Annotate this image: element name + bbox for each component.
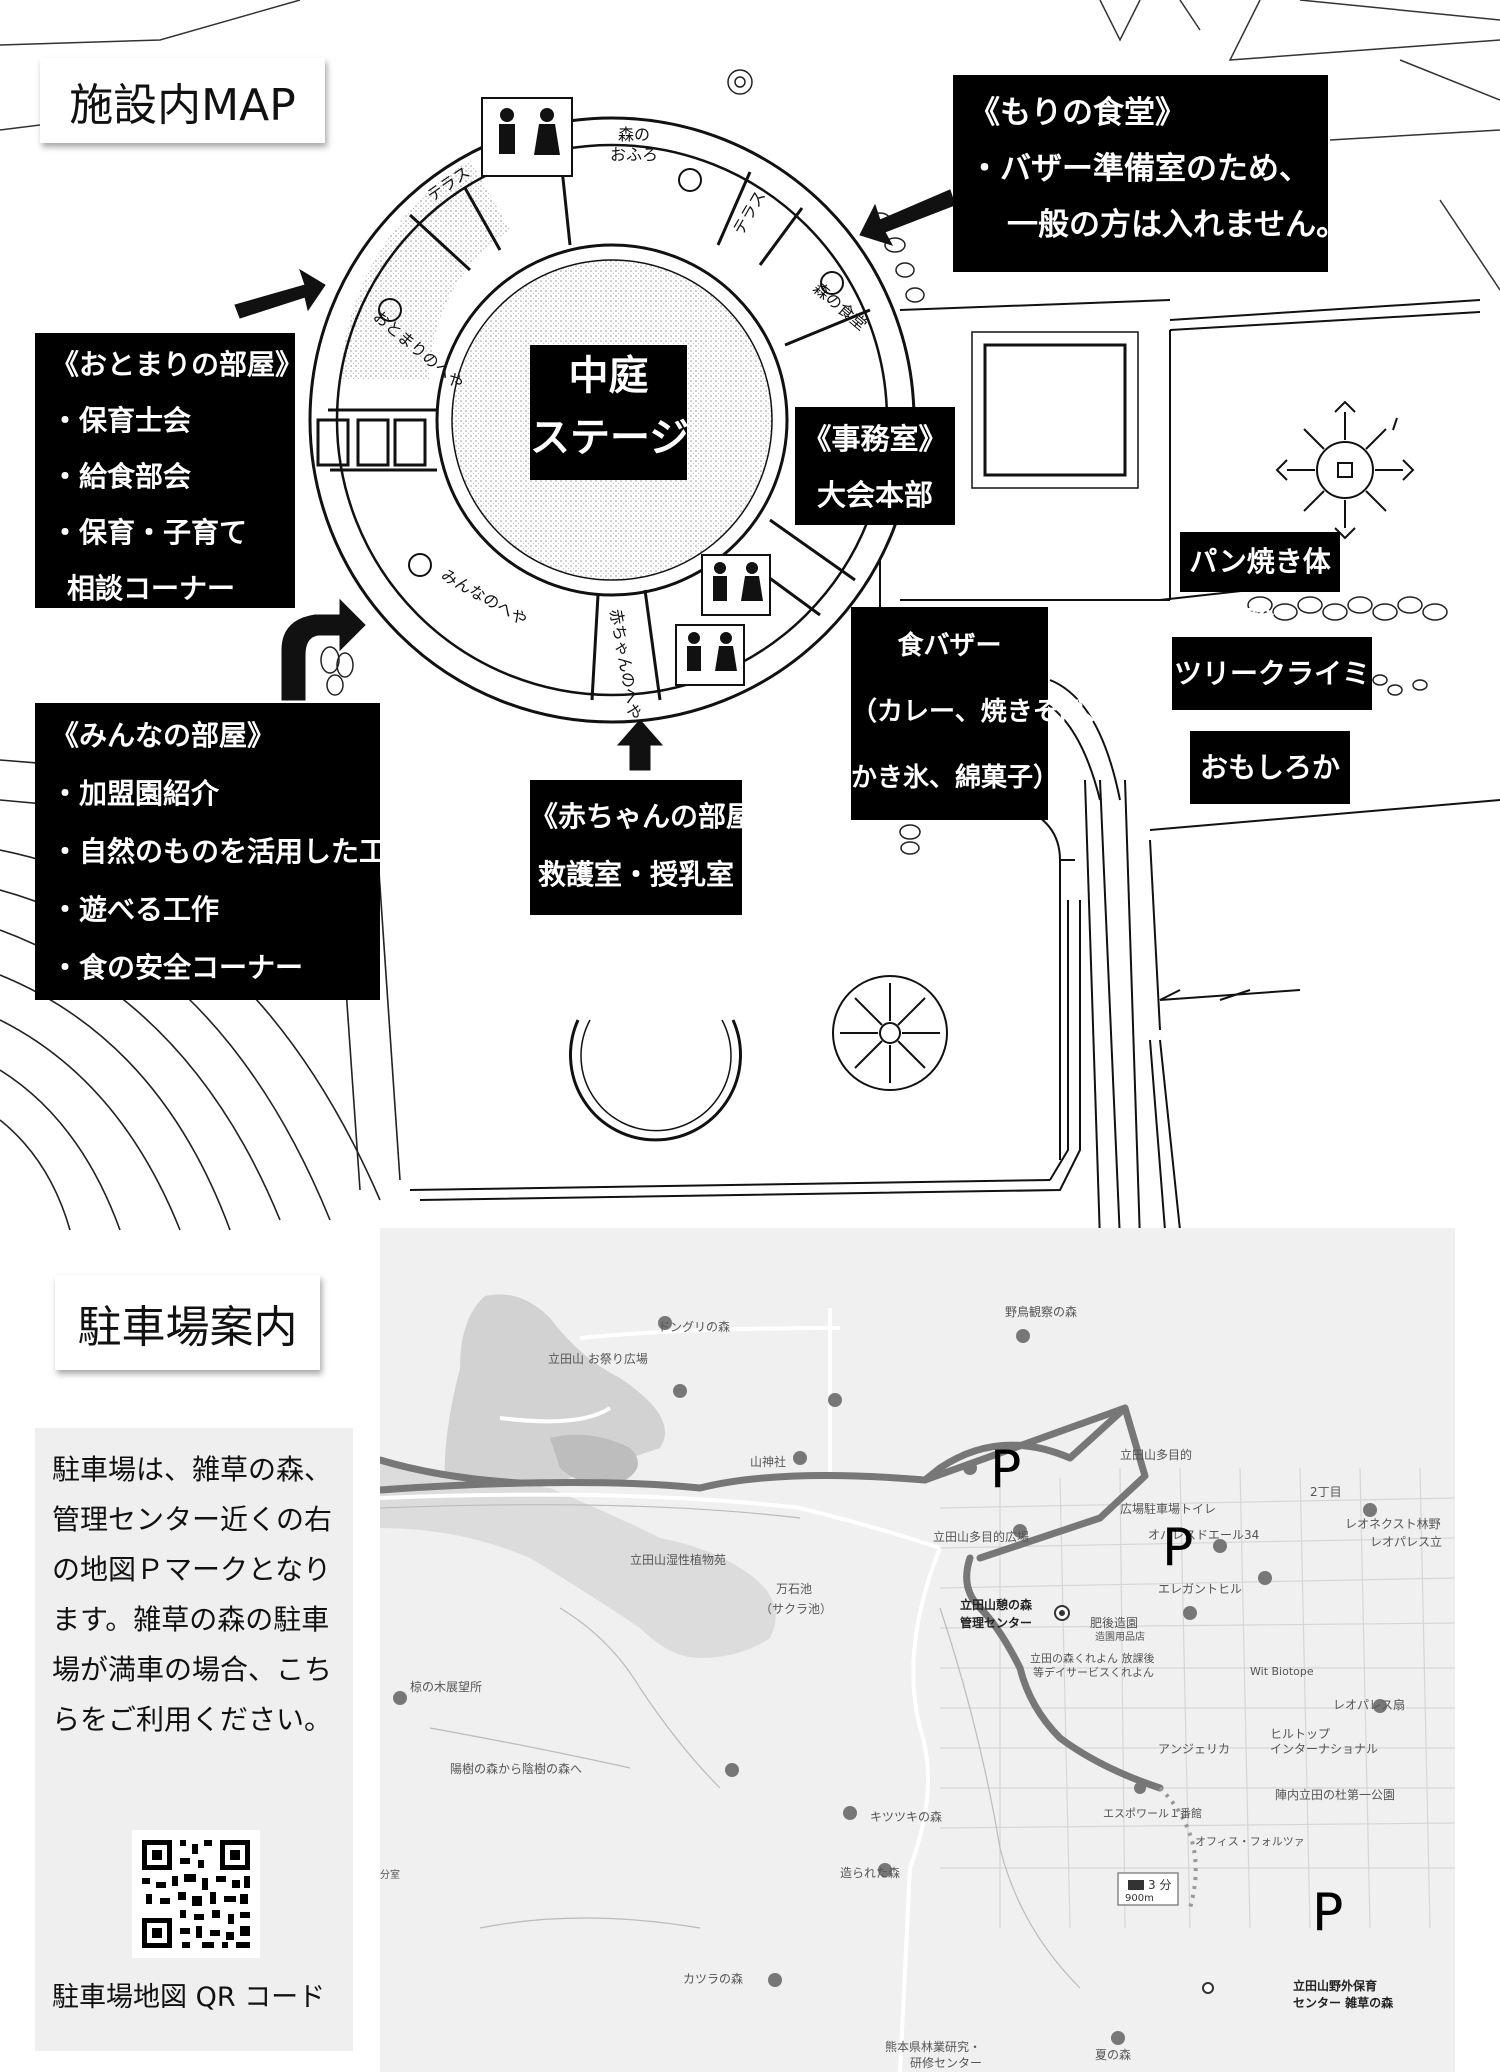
map-label: 陣内立田の杜第一公園: [1275, 1788, 1396, 1802]
parking-p-mark[interactable]: P: [990, 1440, 1022, 1500]
center-line1: 中庭: [568, 353, 649, 399]
baby-title: 《赤ちゃんの部屋》: [530, 800, 783, 833]
otomari-line-1: ・保育士会: [51, 404, 192, 437]
map-label: ヒルトップ: [1270, 1727, 1331, 1741]
map-label: エレガントヒル: [1158, 1582, 1243, 1596]
mori-line-1: ・バザー準備室のため、: [969, 151, 1310, 187]
map-label: エスポワール１番館: [1103, 1807, 1202, 1820]
map-label: 立田山湿性植物苑: [630, 1553, 727, 1567]
parking-p-mark[interactable]: P: [1312, 1883, 1344, 1943]
arrow-icon: [281, 598, 366, 701]
map-label: オパレスドエール34: [1148, 1528, 1260, 1542]
office-box: 《事務室》 大会本部: [795, 407, 955, 525]
map-label: 造園用品店: [1095, 1632, 1145, 1643]
baby-line-1: 救護室・授乳室: [537, 858, 734, 891]
map-label: センター 雑草の森: [1293, 1996, 1394, 2010]
map-label: 立田の森くれよん 放課後: [1030, 1652, 1155, 1665]
office-line-1: 大会本部: [816, 478, 933, 512]
map-label: 立田山野外保育: [1293, 1979, 1378, 1993]
map-label: 山神社: [750, 1455, 787, 1469]
map-label: インターナショナル: [1270, 1742, 1379, 1756]
arrow-icon: [859, 189, 956, 246]
map-label: キツツキの森: [870, 1810, 943, 1824]
food-bazaar-box: 食バザー （カレー、焼きそば、 かき氷、綿菓子）: [851, 607, 1111, 820]
office-title: 《事務室》: [802, 422, 948, 456]
minna-line-1: ・加盟園紹介: [51, 777, 220, 810]
map-label: 研修センター: [910, 2056, 983, 2070]
mori-title: 《もりの食堂》: [969, 95, 1186, 131]
restroom-icon: [481, 97, 573, 177]
restroom-icon: [675, 624, 745, 686]
map-label: カツラの森: [683, 1972, 744, 1986]
minna-room-box: 《みんなの部屋》 ・加盟園紹介 ・自然のものを活用した工作 ・遊べる工作 ・食の…: [35, 703, 416, 1000]
otomari-room-box: 《おとまりの部屋》 ・保育士会 ・給食部会 ・保育・子育て 相談コーナー: [35, 333, 304, 608]
map-label: 管理センター: [960, 1616, 1033, 1630]
map-label: 立田山 お祭り広場: [548, 1352, 648, 1366]
map-label: ドングリの森: [658, 1320, 731, 1334]
restroom-icon: [701, 554, 771, 616]
mori-dining-box: 《もりの食堂》 ・バザー準備室のため、 一般の方は入れません。: [953, 75, 1348, 272]
arrow-icon: [234, 268, 326, 319]
drive-time: 3 分: [1148, 1878, 1171, 1892]
baby-room-box: 《赤ちゃんの部屋》 救護室・授乳室: [530, 780, 783, 915]
bazaar-title: 食バザー: [897, 631, 1002, 661]
tree-climbing-label: ツリークライミング: [1172, 637, 1372, 763]
bazaar-line-1: （カレー、焼きそば、: [851, 697, 1111, 727]
map-label: Wit Biotope: [1250, 1665, 1314, 1678]
map-label: 立田山多目的: [1120, 1448, 1193, 1462]
minna-line-3: ・遊べる工作: [51, 893, 220, 926]
center-stage-label: 中庭 ステージ: [530, 345, 690, 480]
otomari-line-3: ・保育・子育て: [51, 516, 248, 549]
map-label: 陽樹の森から陰樹の森へ: [450, 1762, 583, 1776]
map-label: 立田山多目的広場: [933, 1530, 1030, 1544]
map-label: 万石池: [776, 1582, 813, 1596]
map-label: 等デイサービスくれよん: [1033, 1666, 1154, 1679]
arrow-icon: [616, 719, 664, 771]
otomari-line-4: 相談コーナー: [67, 572, 236, 605]
map-label: オフィス・フォルツァ: [1195, 1835, 1305, 1848]
center-line2: ステージ: [530, 415, 690, 461]
map-label: 立田山憩の森: [960, 1598, 1033, 1612]
minna-line-4: ・食の安全コーナー: [51, 951, 304, 984]
omoshirocar-label: おもしろかー: [1190, 731, 1350, 857]
qr-caption: 駐車場地図 QR コード: [52, 1982, 326, 2013]
ring-label-bath: 森のおふろ: [610, 125, 658, 164]
parking-info-text: 駐車場は、雑草の森、管理センター近くの右の地図Ｐマークとなります。雑草の森の駐車…: [52, 1453, 333, 1736]
map-label: 熊本県林業研究・: [885, 2040, 982, 2054]
otomari-line-2: ・給食部会: [51, 460, 192, 493]
drive-distance: 900m: [1125, 1893, 1154, 1904]
parking-p-mark[interactable]: P: [1162, 1518, 1194, 1578]
map-label: 造られた森: [840, 1866, 901, 1880]
map-label: レオパレス立: [1370, 1535, 1443, 1549]
minna-title: 《みんなの部屋》: [51, 719, 276, 752]
map-label: 2丁目: [1310, 1485, 1342, 1499]
map-label: アンジェリカ: [1158, 1742, 1231, 1756]
minna-line-2: ・自然のものを活用した工作: [51, 835, 416, 868]
qr-code[interactable]: [132, 1830, 260, 1958]
map-label: 夏の森: [1095, 2048, 1132, 2062]
map-label: 肥後造園: [1090, 1616, 1139, 1630]
parking-road-map[interactable]: 3 分 900m: [380, 1228, 1455, 2072]
parking-heading: 駐車場案内: [55, 1275, 320, 1370]
map-label: 広場駐車場トイレ: [1120, 1502, 1217, 1516]
map-label: 椋の木展望所: [410, 1680, 483, 1694]
facility-map-heading: 施設内MAP: [40, 58, 325, 143]
bazaar-line-2: かき氷、綿菓子）: [851, 763, 1060, 793]
map-label: 分室: [380, 1870, 400, 1881]
map-label: （サクラ池）: [760, 1602, 833, 1616]
map-label: レオパレス扇: [1333, 1698, 1406, 1712]
map-label: レオネクスト林野: [1345, 1517, 1441, 1531]
map-label: 野鳥観察の森: [1005, 1305, 1078, 1319]
mori-line-2: 一般の方は入れません。: [1007, 207, 1348, 243]
otomari-title: 《おとまりの部屋》: [51, 348, 304, 381]
bread-baking-label: パン焼き体験: [1180, 532, 1340, 638]
